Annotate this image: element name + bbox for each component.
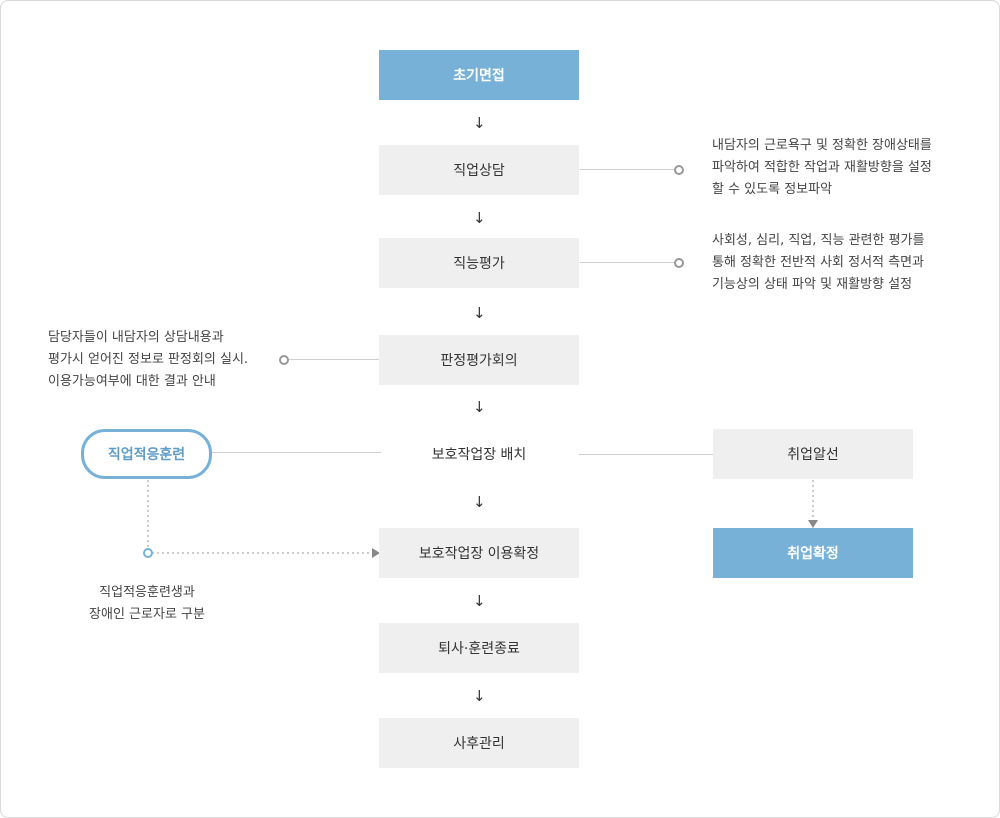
step-vocational-counseling: 직업상담 xyxy=(379,145,579,195)
counseling-note-connector xyxy=(580,169,675,170)
training-connector-dot xyxy=(143,548,153,558)
evaluation-note: 사회성, 심리, 직업, 직능 관련한 평가를 통해 정확한 전반적 사회 정서… xyxy=(712,230,924,296)
note-line: 기능상의 상태 파악 및 재활방향 설정 xyxy=(712,277,913,292)
note-line: 파악하여 적합한 작업과 재활방향을 설정 xyxy=(712,160,932,175)
arrow-down-icon: ↓ xyxy=(473,493,486,511)
placement-connector xyxy=(579,454,713,455)
step-follow-up: 사후관리 xyxy=(379,718,579,768)
meeting-note-connector xyxy=(288,359,379,360)
job-placement-label: 취업알선 xyxy=(787,447,839,463)
training-connector xyxy=(211,452,381,453)
vocational-training-pill: 직업적응훈련 xyxy=(81,429,212,479)
arrow-down-icon: ↓ xyxy=(473,687,486,705)
step-skill-evaluation: 직능평가 xyxy=(379,238,579,288)
note-line: 내담자의 근로욕구 및 정확한 장애상태를 xyxy=(712,138,932,153)
note-line: 담당자들이 내담자의 상담내용과 xyxy=(48,330,224,345)
meeting-note: 담당자들이 내담자의 상담내용과 평가시 얻어진 정보로 판정회의 실시. 이용… xyxy=(48,327,248,393)
step-workshop-placement-label: 보호작업장 배치 xyxy=(431,447,527,463)
arrow-down-icon: ↓ xyxy=(473,398,486,416)
step-follow-up-label: 사후관리 xyxy=(453,736,505,752)
step-evaluation-meeting: 판정평가회의 xyxy=(379,335,579,385)
step-workshop-placement: 보호작업장 배치 xyxy=(379,430,579,478)
note-line: 할 수 있도록 정보파악 xyxy=(712,182,833,197)
employment-confirmed-label: 취업확정 xyxy=(787,546,839,562)
step-evaluation-meeting-label: 판정평가회의 xyxy=(440,353,518,369)
job-placement-box: 취업알선 xyxy=(713,429,913,479)
vocational-training-label: 직업적응훈련 xyxy=(107,447,186,463)
step-exit-training-end: 퇴사·훈련종료 xyxy=(379,623,579,673)
note-line: 이용가능여부에 대한 결과 안내 xyxy=(48,374,216,389)
note-line: 장애인 근로자로 구분 xyxy=(89,607,205,622)
note-line: 통해 정확한 전반적 사회 정서적 측면과 xyxy=(712,255,925,270)
arrow-down-icon: ↓ xyxy=(473,592,486,610)
evaluation-note-connector xyxy=(580,262,675,263)
step-initial-interview: 초기면접 xyxy=(379,50,579,100)
connector-dot xyxy=(674,258,684,268)
counseling-note: 내담자의 근로욕구 및 정확한 장애상태를 파악하여 적합한 작업과 재활방향을… xyxy=(712,135,932,201)
note-line: 사회성, 심리, 직업, 직능 관련한 평가를 xyxy=(712,233,925,248)
connector-dot xyxy=(279,355,289,365)
arrow-down-icon: ↓ xyxy=(473,114,486,132)
step-exit-training-end-label: 퇴사·훈련종료 xyxy=(438,641,520,657)
employment-confirmed-box: 취업확정 xyxy=(713,528,913,578)
placement-arrowhead xyxy=(808,520,818,528)
connector-dot xyxy=(674,165,684,175)
step-workshop-confirmation: 보호작업장 이용확정 xyxy=(379,528,579,578)
training-arrowhead xyxy=(372,548,380,558)
note-line: 평가시 얻어진 정보로 판정회의 실시. xyxy=(48,352,249,367)
step-workshop-confirmation-label: 보호작업장 이용확정 xyxy=(418,546,540,562)
step-skill-evaluation-label: 직능평가 xyxy=(453,256,505,272)
step-initial-interview-label: 초기면접 xyxy=(453,68,505,84)
note-line: 직업적응훈련생과 xyxy=(99,585,195,600)
arrow-down-icon: ↓ xyxy=(473,209,486,227)
step-vocational-counseling-label: 직업상담 xyxy=(453,163,505,179)
training-note: 직업적응훈련생과 장애인 근로자로 구분 xyxy=(82,582,212,626)
arrow-down-icon: ↓ xyxy=(473,304,486,322)
